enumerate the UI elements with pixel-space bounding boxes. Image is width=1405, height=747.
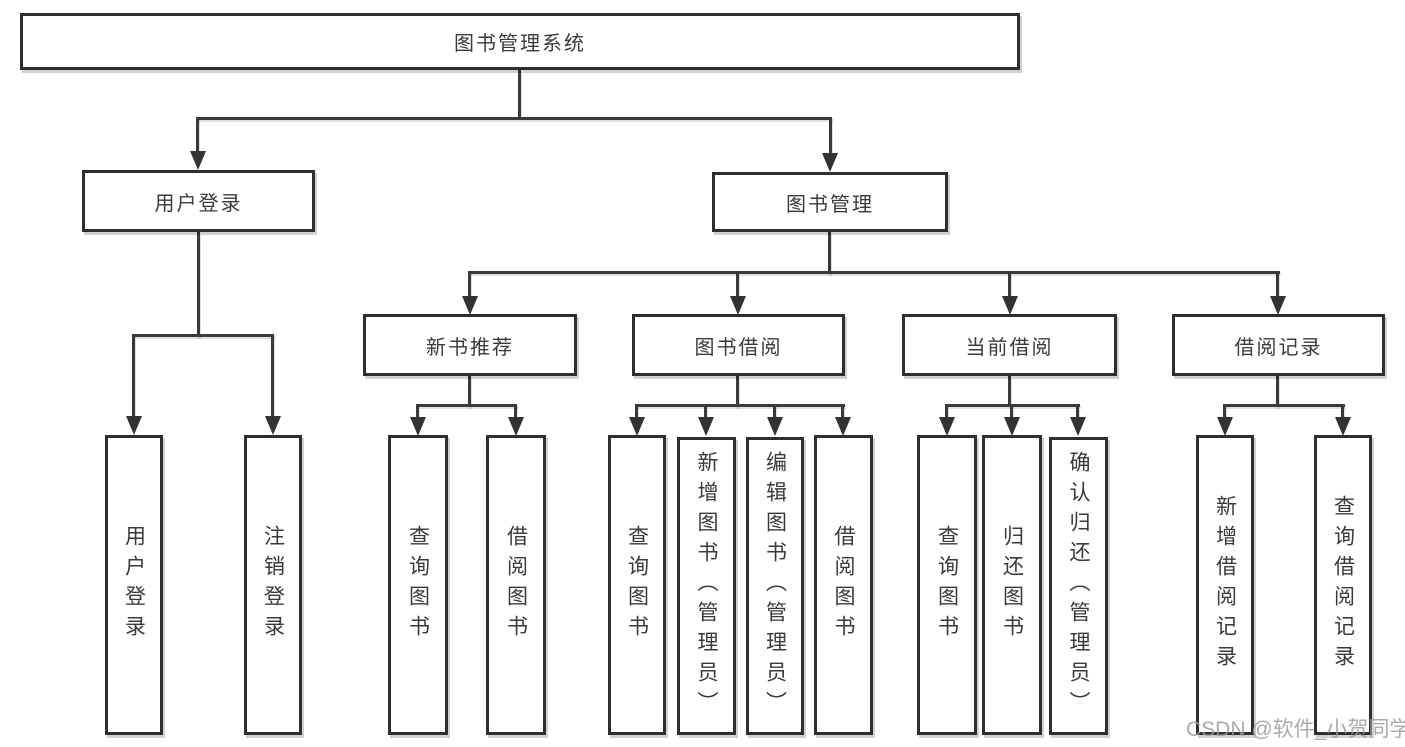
connector-l3-drop — [736, 271, 739, 299]
connector-stem — [468, 376, 471, 407]
connector-l3-drop — [1008, 271, 1011, 299]
connector-root-bar — [197, 117, 832, 120]
arrow-down-icon — [629, 417, 645, 436]
leaf-label: 新增图书（管理员） — [695, 451, 718, 721]
connector-l3-drop — [1276, 271, 1279, 299]
node-leaf-return-books: 归还图书 — [982, 435, 1042, 735]
leaf-label: 新增借阅记录 — [1213, 495, 1237, 675]
node-leaf-query-books-2: 查询图书 — [608, 435, 666, 735]
connector-leaf-drop — [773, 404, 776, 420]
connector-user-login-drop — [196, 117, 199, 153]
node-borrowing-records: 借阅记录 — [1172, 314, 1385, 376]
arrow-down-icon — [1217, 417, 1233, 436]
arrow-down-icon — [126, 416, 142, 435]
node-book-management: 图书管理 — [712, 172, 948, 232]
node-leaf-add-book-admin: 新增图书（管理员） — [677, 437, 736, 735]
arrow-down-icon — [730, 296, 746, 315]
connector-book-mgmt-bar — [468, 271, 1280, 274]
node-leaf-edit-book-admin: 编辑图书（管理员） — [746, 437, 804, 735]
connector-stem — [1008, 376, 1011, 407]
arrow-down-icon — [822, 153, 838, 172]
arrow-down-icon — [698, 417, 714, 436]
node-book-management-label: 图书管理 — [786, 193, 874, 216]
node-leaf-query-books-3: 查询图书 — [917, 435, 977, 735]
leaf-label: 查询图书 — [935, 525, 959, 645]
connector-leaf-drop — [416, 404, 419, 420]
node-user-login-label: 用户登录 — [154, 192, 243, 215]
connector-leaf-drop — [635, 404, 638, 420]
leaf-label: 查询借阅记录 — [1331, 495, 1355, 675]
arrow-down-icon — [1270, 296, 1286, 315]
connector-leaf-drop — [1076, 404, 1079, 420]
connector-leaf-drop — [132, 334, 135, 418]
node-borrowing-records-label: 借阅记录 — [1234, 336, 1323, 359]
node-new-book-recommendation-label: 新书推荐 — [426, 336, 514, 359]
node-leaf-borrow-books-1: 借阅图书 — [486, 435, 546, 735]
connector-leaf-drop — [1010, 404, 1013, 420]
leaf-label: 查询图书 — [406, 525, 430, 645]
node-book-borrowing-label: 图书借阅 — [694, 336, 783, 359]
connector-book-mgmt-stem — [828, 232, 831, 274]
connector-leaf-drop — [514, 404, 517, 420]
node-leaf-confirm-return-admin: 确认归还（管理员） — [1049, 437, 1108, 735]
leaf-label: 注销登录 — [261, 525, 285, 645]
node-book-borrowing: 图书借阅 — [632, 314, 845, 376]
arrow-down-icon — [1004, 417, 1020, 436]
connector-root-stem — [518, 70, 521, 118]
node-current-borrowing-label: 当前借阅 — [965, 336, 1054, 359]
node-leaf-query-borrow-record: 查询借阅记录 — [1314, 435, 1372, 735]
arrow-down-icon — [265, 416, 281, 435]
connector-user-login-stem — [197, 232, 200, 337]
node-user-login: 用户登录 — [82, 170, 315, 232]
connector-bar — [416, 404, 517, 407]
connector-leaf-drop — [271, 334, 274, 418]
connector-book-mgmt-drop — [829, 117, 832, 155]
csdn-watermark: CSDN @软件_小贺同学 — [1186, 718, 1405, 741]
node-leaf-logout: 注销登录 — [244, 435, 302, 735]
arrow-down-icon — [767, 417, 783, 436]
leaf-label: 查询图书 — [625, 525, 649, 645]
node-leaf-query-books-1: 查询图书 — [388, 435, 448, 735]
connector-bar — [635, 404, 845, 407]
arrow-down-icon — [835, 417, 851, 436]
connector-leaf-drop — [945, 404, 948, 420]
connector-leaf-drop — [1341, 404, 1344, 420]
connector-user-login-bar — [133, 334, 274, 337]
node-library-system-label: 图书管理系统 — [454, 33, 586, 55]
node-leaf-add-borrow-record: 新增借阅记录 — [1196, 435, 1254, 735]
node-library-system: 图书管理系统 — [20, 13, 1020, 70]
connector-leaf-drop — [704, 404, 707, 420]
connector-stem — [736, 376, 739, 407]
leaf-label: 借阅图书 — [504, 525, 528, 645]
node-leaf-borrow-books-2: 借阅图书 — [814, 435, 873, 735]
leaf-label: 归还图书 — [1000, 525, 1024, 645]
arrow-down-icon — [939, 417, 955, 436]
arrow-down-icon — [1335, 417, 1351, 436]
node-new-book-recommendation: 新书推荐 — [363, 314, 577, 376]
node-current-borrowing: 当前借阅 — [902, 314, 1117, 376]
connector-l3-drop — [468, 271, 471, 299]
connector-leaf-drop — [1223, 404, 1226, 420]
leaf-label: 确认归还（管理员） — [1067, 451, 1090, 721]
connector-bar — [1223, 404, 1345, 407]
node-leaf-user-login: 用户登录 — [105, 435, 163, 735]
arrow-down-icon — [410, 417, 426, 436]
leaf-label: 借阅图书 — [832, 525, 855, 645]
arrow-down-icon — [462, 296, 478, 315]
arrow-down-icon — [1002, 296, 1018, 315]
connector-stem — [1276, 376, 1279, 407]
arrow-down-icon — [190, 151, 206, 170]
leaf-label: 编辑图书（管理员） — [763, 451, 787, 721]
arrow-down-icon — [508, 417, 524, 436]
arrow-down-icon — [1070, 417, 1086, 436]
leaf-label: 用户登录 — [122, 525, 146, 645]
connector-leaf-drop — [841, 404, 844, 420]
